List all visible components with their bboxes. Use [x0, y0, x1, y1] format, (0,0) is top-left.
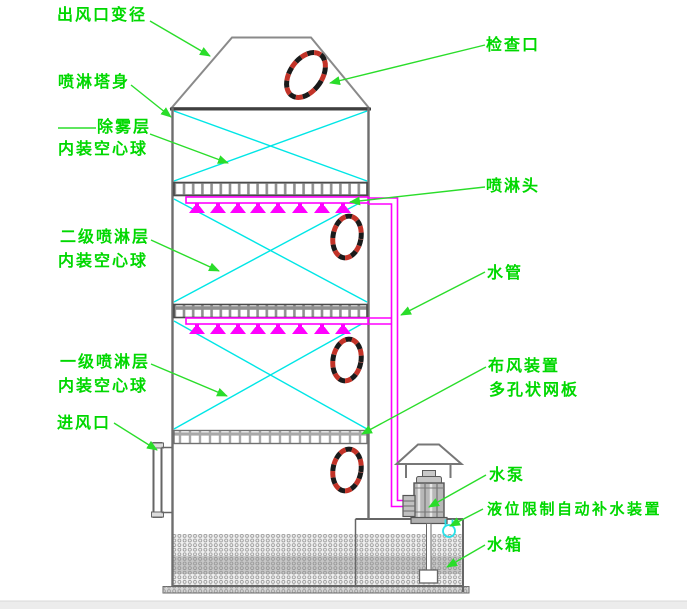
label-demister-layer: 除雾层: [97, 117, 151, 136]
leader-secondary-layer: [150, 239, 220, 272]
tank-base-hatch: [163, 586, 469, 593]
primary-packing: [173, 320, 368, 430]
spray-nozzles-row-2: [189, 324, 351, 334]
spray-header-1: [185, 196, 369, 204]
label-perforated-plate: 多孔状网板: [489, 380, 579, 399]
water-hatch: [173, 534, 462, 586]
label-water-pipe: 水管: [487, 263, 523, 282]
label-air-outlet-reducer: 出风口变径: [57, 5, 147, 24]
label-spray-nozzle: 喷淋头: [486, 176, 540, 195]
leader-inspection-port: [329, 44, 486, 85]
label-air-inlet: 进风口: [57, 413, 111, 432]
water-pump-motor: [402, 470, 448, 525]
leader-water-tank: [446, 544, 486, 568]
spray-nozzles-row-1: [189, 203, 351, 213]
label-secondary-spray-layer: 二级喷淋层: [60, 227, 150, 246]
inspection-port-hood: [284, 50, 328, 100]
spray-piping: [185, 196, 404, 508]
pump-foot-valve: [418, 569, 439, 584]
spray-header-2: [185, 317, 369, 325]
label-inspection-port: 检查口: [486, 35, 540, 54]
air-inlet-flange: [151, 442, 172, 518]
pump-canopy-roof: [393, 443, 465, 465]
tower-hood: [169, 36, 372, 109]
inspection-port-2: [330, 213, 364, 261]
riser-pipe-outer: [368, 197, 404, 502]
leader-primary-layer: [150, 363, 228, 397]
leader-spray-nozzle: [349, 186, 486, 206]
bottom-page-band: [0, 601, 687, 609]
pump-suction-shaft: [426, 523, 432, 571]
leader-water-pump: [428, 474, 487, 508]
leader-air-inlet: [113, 422, 158, 451]
label-demister-filling: 内装空心球: [58, 139, 148, 158]
air-distributor-plate: [173, 429, 368, 445]
inspection-ports: [284, 50, 364, 494]
support-grid-2: [173, 303, 368, 319]
leader-lines: [58, 20, 487, 568]
label-tower-body: 喷淋塔身: [58, 72, 130, 91]
label-secondary-filling: 内装空心球: [58, 251, 148, 270]
inspection-port-3: [330, 336, 364, 384]
support-grid-1: [173, 181, 368, 197]
secondary-packing: [173, 198, 368, 303]
leader-demister: [149, 133, 229, 164]
water-tank: [162, 518, 470, 594]
label-primary-filling: 内装空心球: [58, 376, 148, 395]
labels: 出风口变径 喷淋塔身 除雾层 内装空心球 二级喷淋层 内装空心球 一级喷淋层 内…: [57, 5, 662, 554]
leader-auto-refill: [449, 508, 484, 527]
pump-assembly: [393, 443, 465, 584]
leader-water-pipe: [400, 271, 486, 316]
demister-packing: [173, 110, 368, 182]
inspection-port-4: [330, 446, 364, 494]
leader-tower-body: [130, 84, 172, 118]
packing-layers: [173, 110, 368, 430]
label-auto-water-refill: 液位限制自动补水装置: [487, 500, 662, 518]
label-water-pump: 水泵: [489, 465, 525, 484]
label-primary-spray-layer: 一级喷淋层: [60, 352, 150, 371]
leader-air-distributor: [361, 366, 487, 435]
leader-air-outlet-reducer: [149, 20, 211, 57]
label-air-distributor: 布风装置: [488, 356, 560, 375]
riser-pipe-inner: [368, 203, 404, 508]
label-water-tank: 水箱: [487, 535, 523, 554]
